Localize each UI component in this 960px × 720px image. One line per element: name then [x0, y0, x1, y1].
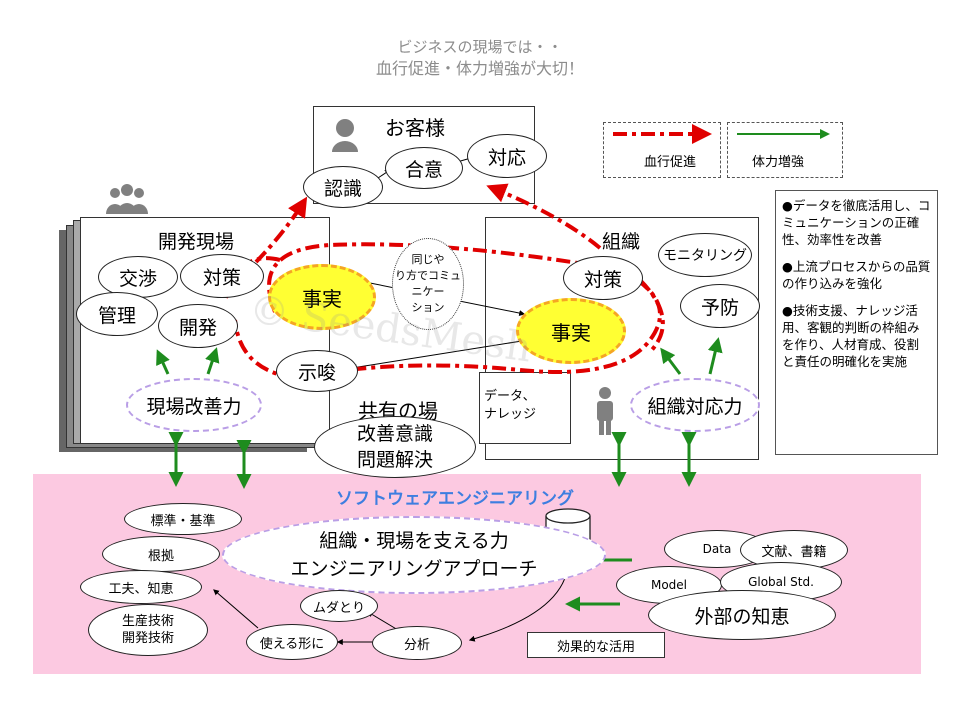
- data-knowledge-box: [479, 372, 571, 444]
- page-title-line1: ビジネスの現場では・・: [397, 38, 563, 56]
- problem-solving-label: 問題解決: [356, 449, 433, 471]
- page-title-line2: 血行促進・体力増強が大切！: [375, 59, 584, 78]
- usable-node: 使える形に: [246, 624, 338, 660]
- awareness-node: 改善意識 問題解決: [314, 416, 476, 478]
- approach-node: 組織・現場を支える力 エンジニアリングアプローチ: [222, 516, 606, 594]
- model-node: Model: [616, 566, 722, 604]
- note-2: ●上流プロセスからの品質の作り込みを強化: [782, 259, 931, 291]
- same-way-node: 同じや り方でコミュ ニケー ション: [392, 238, 464, 330]
- muda-node: ムダとり: [300, 590, 378, 622]
- management-node: 管理: [76, 292, 158, 336]
- legend-strength-label: 体力増強: [752, 155, 805, 170]
- prod-tech-node: 生産技術 開発技術: [88, 604, 208, 656]
- notes-box: ●データを徹底活用し、コミュニケーションの正確性、効率性を改善 ●上流プロセスか…: [775, 190, 938, 455]
- site-improvement-node: 現場改善力: [126, 378, 262, 432]
- person-standing-icon: [597, 387, 613, 435]
- fact-right-node: 事実: [516, 298, 626, 364]
- customer-title: お客様: [385, 116, 445, 140]
- suggestion-node: 示唆: [276, 350, 358, 392]
- group-icon: [106, 184, 148, 214]
- approach-line2: エンジニアリングアプローチ: [290, 558, 538, 580]
- se-title: ソフトウェアエンジニアリング: [336, 489, 574, 509]
- external-wisdom-node: 外部の知恵: [648, 590, 836, 640]
- legend-blood-label: 血行促進: [644, 155, 697, 170]
- development-node: 開発: [158, 304, 238, 348]
- monitoring-node: モニタリング: [658, 233, 752, 277]
- response-node: 対応: [467, 134, 547, 178]
- org-capability-node: 組織対応力: [630, 378, 760, 432]
- note-1: ●データを徹底活用し、コミュニケーションの正確性、効率性を改善: [782, 198, 931, 247]
- agreement-node: 合意: [385, 147, 463, 189]
- awareness-label: 改善意識: [356, 423, 433, 445]
- fact-left-node: 事実: [268, 264, 376, 330]
- org-title: 組織: [602, 231, 641, 253]
- effective-use-box: 効果的な活用: [527, 632, 665, 658]
- basis-node: 根拠: [102, 536, 220, 572]
- data-knowledge-label: データ、 ナレッジ: [484, 389, 537, 422]
- countermeasure-node: 対策: [180, 254, 264, 298]
- prevention-node: 予防: [680, 284, 760, 328]
- note-3: ●技術支援、ナレッジ活用、客観的判断の枠組みを作り、人材育成、役割と責任の明確化…: [782, 303, 920, 369]
- analysis-node: 分析: [372, 626, 462, 660]
- negotiation-node: 交渉: [98, 256, 178, 298]
- org-countermeasure-node: 対策: [563, 256, 643, 300]
- person-icon: [332, 119, 358, 152]
- standards-node: 標準・基準: [124, 503, 242, 535]
- recognition-node: 認識: [303, 166, 383, 208]
- ingenuity-node: 工夫、知恵: [80, 570, 202, 604]
- approach-line1: 組織・現場を支える力: [319, 530, 509, 552]
- dev-site-title: 開発現場: [158, 231, 235, 253]
